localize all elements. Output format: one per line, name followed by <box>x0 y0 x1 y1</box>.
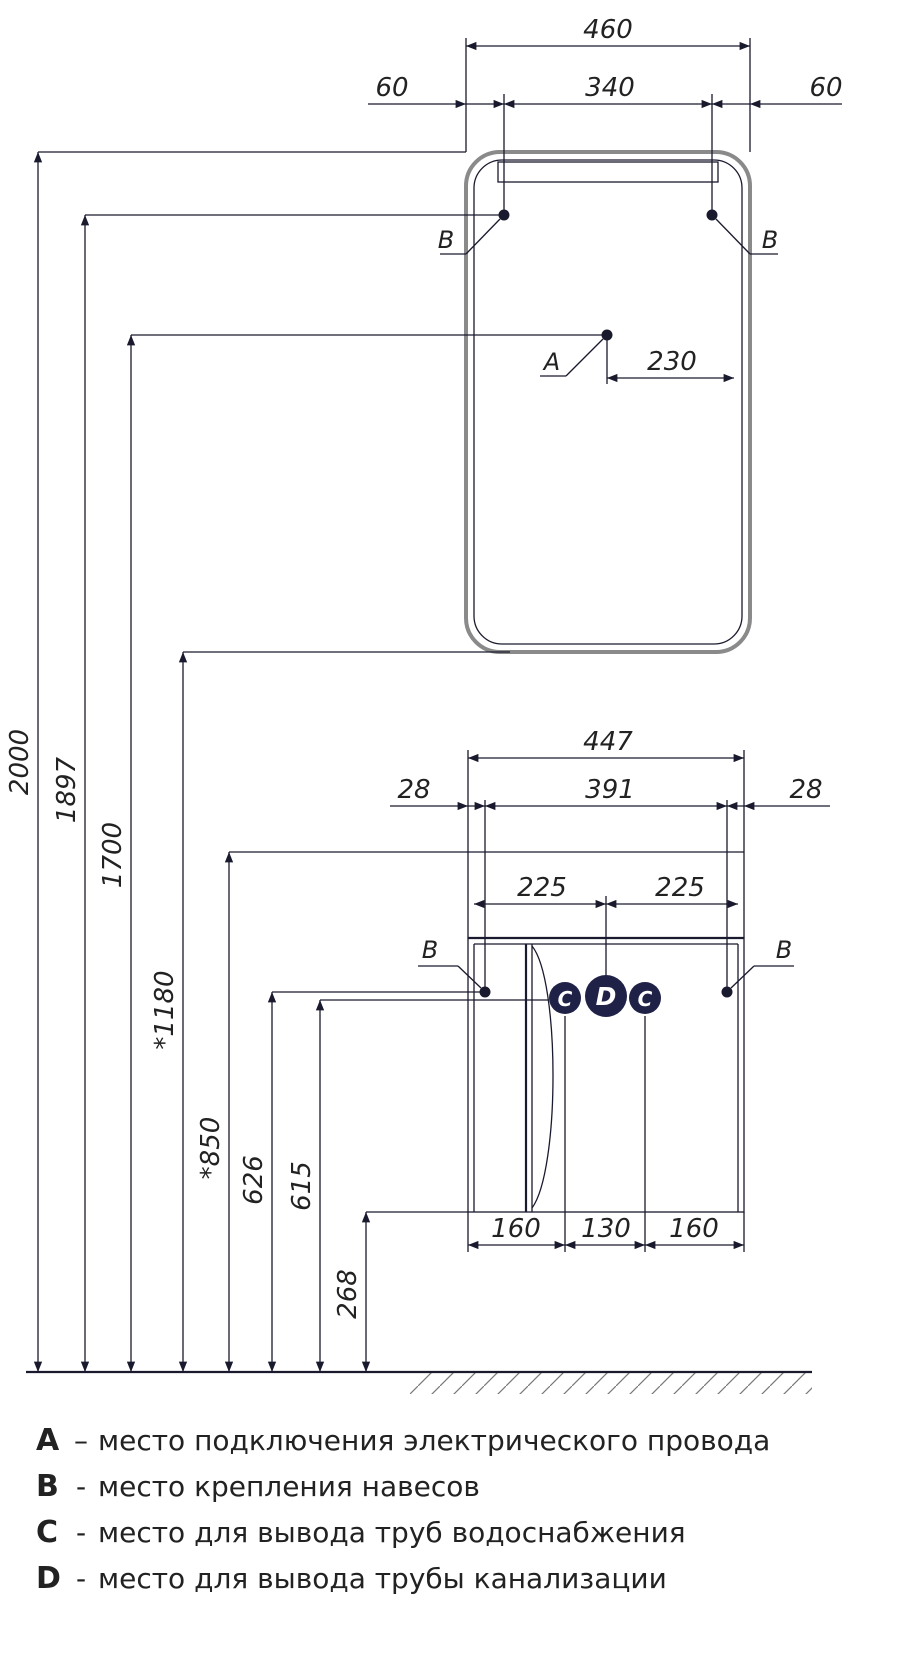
connector-d-center <box>585 975 627 1017</box>
wire-point: A 230 <box>540 329 734 384</box>
dim-mirror-width-label: 460 <box>583 15 633 45</box>
dim-mirror-mount-spacing-label: 340 <box>585 73 635 103</box>
legend-item-c: C-место для вывода труб водоснабжения <box>36 1510 876 1556</box>
legend: A–место подключения электрического прово… <box>36 1418 876 1602</box>
dim-height-cabinet-top-label: *850 <box>196 1117 226 1180</box>
dim-cabinet-width: 447 <box>467 727 745 938</box>
dim-height-cabinet-bottom-label: 268 <box>333 1269 363 1319</box>
dim-height-cabinet-mounts: 626 <box>239 991 485 1372</box>
pipe-connectors: C D C <box>549 975 661 1252</box>
dim-height-mirror-bottom-label: *1180 <box>150 970 180 1049</box>
dim-height-wire: 1700 <box>98 334 607 1372</box>
marker-b-cabinet-right: B <box>776 936 792 964</box>
dim-cabinet-offset-left-label: 28 <box>397 775 430 805</box>
legend-key: A <box>36 1423 60 1458</box>
legend-item-d: D-место для вывода трубы канализации <box>36 1556 876 1602</box>
dim-height-mirror-mounts: 1897 <box>52 214 504 1372</box>
marker-c-right: C <box>638 987 653 1011</box>
dim-height-pipes: 615 <box>287 999 549 1372</box>
dim-pipe-spacing: 160 130 160 <box>467 1212 745 1252</box>
legend-separator: – <box>74 1424 88 1457</box>
dim-height-total: 2000 <box>5 151 466 1372</box>
mirror-outer-frame <box>464 150 752 654</box>
dim-pipe-left-label: 160 <box>491 1214 541 1244</box>
legend-text: место для вывода труб водоснабжения <box>98 1516 686 1549</box>
installation-diagram: 460 60 340 60 B B A 230 <box>5 15 843 1394</box>
marker-b-mirror-right: B <box>762 226 778 254</box>
dim-height-mirror-bottom: *1180 <box>150 651 510 1372</box>
cabinet-siphon-curve <box>531 945 554 1209</box>
legend-key: D <box>36 1561 61 1596</box>
legend-text: место для вывода трубы канализации <box>98 1562 667 1595</box>
dim-height-total-label: 2000 <box>5 729 35 795</box>
legend-item-b: B-место крепления навесов <box>36 1464 876 1510</box>
marker-b-cabinet-left: B <box>422 936 438 964</box>
mirror-mount-right: B <box>706 209 778 255</box>
dim-cabinet-half-left-label: 225 <box>517 873 567 903</box>
cabinet-mount-left: B <box>418 936 491 998</box>
dim-cabinet-width-label: 447 <box>583 727 633 757</box>
connector-c-left <box>549 982 581 1014</box>
dim-height-cabinet-bottom: 268 <box>333 1211 468 1372</box>
dim-height-pipes-label: 615 <box>287 1161 317 1211</box>
floor <box>26 1370 812 1394</box>
dim-cabinet-halves: 225 225 <box>474 873 738 982</box>
dim-height-mirror-mounts-label: 1897 <box>52 756 82 823</box>
dim-wire-offset-label: 230 <box>647 347 697 377</box>
mirror <box>464 150 752 654</box>
legend-text: место подключения электрического провода <box>98 1424 771 1457</box>
mirror-light-bar <box>497 161 719 183</box>
dim-cabinet-mount-spacing-label: 391 <box>585 775 635 805</box>
marker-b-mirror-left: B <box>438 226 454 254</box>
marker-c-left: C <box>558 987 573 1011</box>
dim-cabinet-half-right-label: 225 <box>655 873 705 903</box>
dim-height-wire-label: 1700 <box>98 822 128 888</box>
marker-a: A <box>542 348 560 376</box>
legend-separator: - <box>75 1470 87 1503</box>
dim-pipe-right-label: 160 <box>669 1214 719 1244</box>
dim-mirror-offset-left-label: 60 <box>375 73 408 103</box>
legend-text: место крепления навесов <box>98 1470 480 1503</box>
dim-cabinet-offset-right-label: 28 <box>789 775 822 805</box>
legend-key: C <box>36 1515 59 1550</box>
dim-mirror-mount-spacing: 60 340 60 <box>368 73 843 215</box>
dim-height-cabinet-mounts-label: 626 <box>239 1155 269 1205</box>
legend-key: B <box>36 1469 59 1504</box>
marker-d-center: D <box>596 982 617 1011</box>
dim-mirror-width: 460 <box>465 15 751 152</box>
mirror-inner-frame <box>473 159 743 645</box>
dim-mirror-offset-right-label: 60 <box>809 73 842 103</box>
legend-item-a: A–место подключения электрического прово… <box>36 1418 876 1464</box>
cabinet-mount-right: B <box>721 936 794 998</box>
dim-cabinet-mount-spacing: 28 391 28 <box>390 775 830 992</box>
legend-separator: - <box>75 1516 87 1549</box>
legend-separator: - <box>75 1562 87 1595</box>
connector-c-right <box>629 982 661 1014</box>
dim-pipe-mid-label: 130 <box>581 1214 631 1244</box>
dim-height-cabinet-top: *850 <box>196 851 744 1372</box>
